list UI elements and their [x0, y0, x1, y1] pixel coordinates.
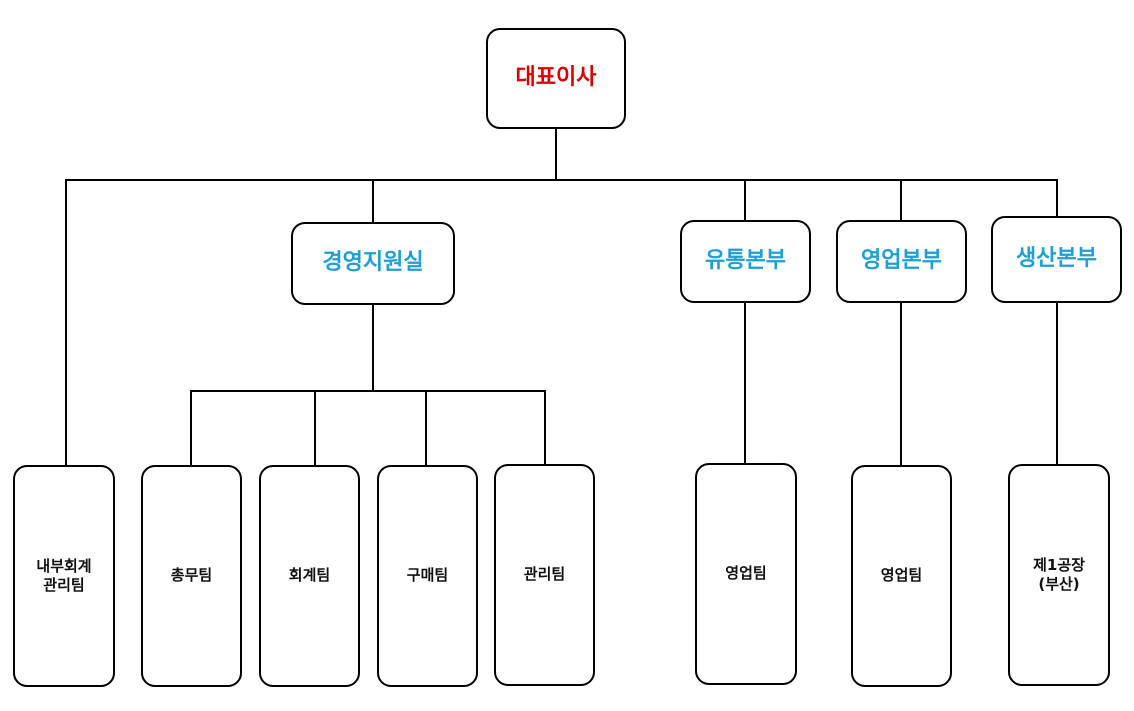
administration-team-label: 관리팀 — [523, 565, 566, 584]
management-support-label: 경영지원실 — [322, 250, 424, 276]
production-division-node: 생산본부 — [991, 216, 1122, 303]
distribution-division-node: 유통본부 — [680, 220, 811, 303]
sales-team-label: 영업팀 — [880, 566, 923, 585]
busan-plant-node: 제1공장 (부산) — [1008, 464, 1110, 686]
accounting-team-node: 회계팀 — [259, 465, 360, 687]
sales-team-node: 영업팀 — [851, 465, 952, 687]
sales-division-label: 영업본부 — [861, 248, 942, 274]
distribution-sales-team-node: 영업팀 — [695, 463, 797, 685]
accounting-team-label: 회계팀 — [288, 566, 331, 585]
administration-team-node: 관리팀 — [494, 464, 595, 686]
general-affairs-team-node: 총무팀 — [141, 465, 242, 687]
production-division-label: 생산본부 — [1016, 246, 1097, 272]
busan-plant-label: 제1공장 (부산) — [1033, 555, 1085, 594]
internal-accounting-team-node: 내부회계 관리팀 — [13, 465, 115, 687]
purchasing-team-node: 구매팀 — [377, 465, 478, 687]
distribution-division-label: 유통본부 — [705, 248, 786, 274]
management-support-node: 경영지원실 — [291, 222, 455, 305]
internal-accounting-team-label: 내부회계 관리팀 — [36, 556, 92, 595]
ceo-label: 대표이사 — [515, 65, 597, 91]
general-affairs-team-label: 총무팀 — [170, 566, 213, 585]
ceo-node: 대표이사 — [486, 28, 626, 129]
distribution-sales-team-label: 영업팀 — [725, 564, 767, 583]
sales-division-node: 영업본부 — [836, 220, 967, 303]
purchasing-team-label: 구매팀 — [406, 566, 449, 585]
